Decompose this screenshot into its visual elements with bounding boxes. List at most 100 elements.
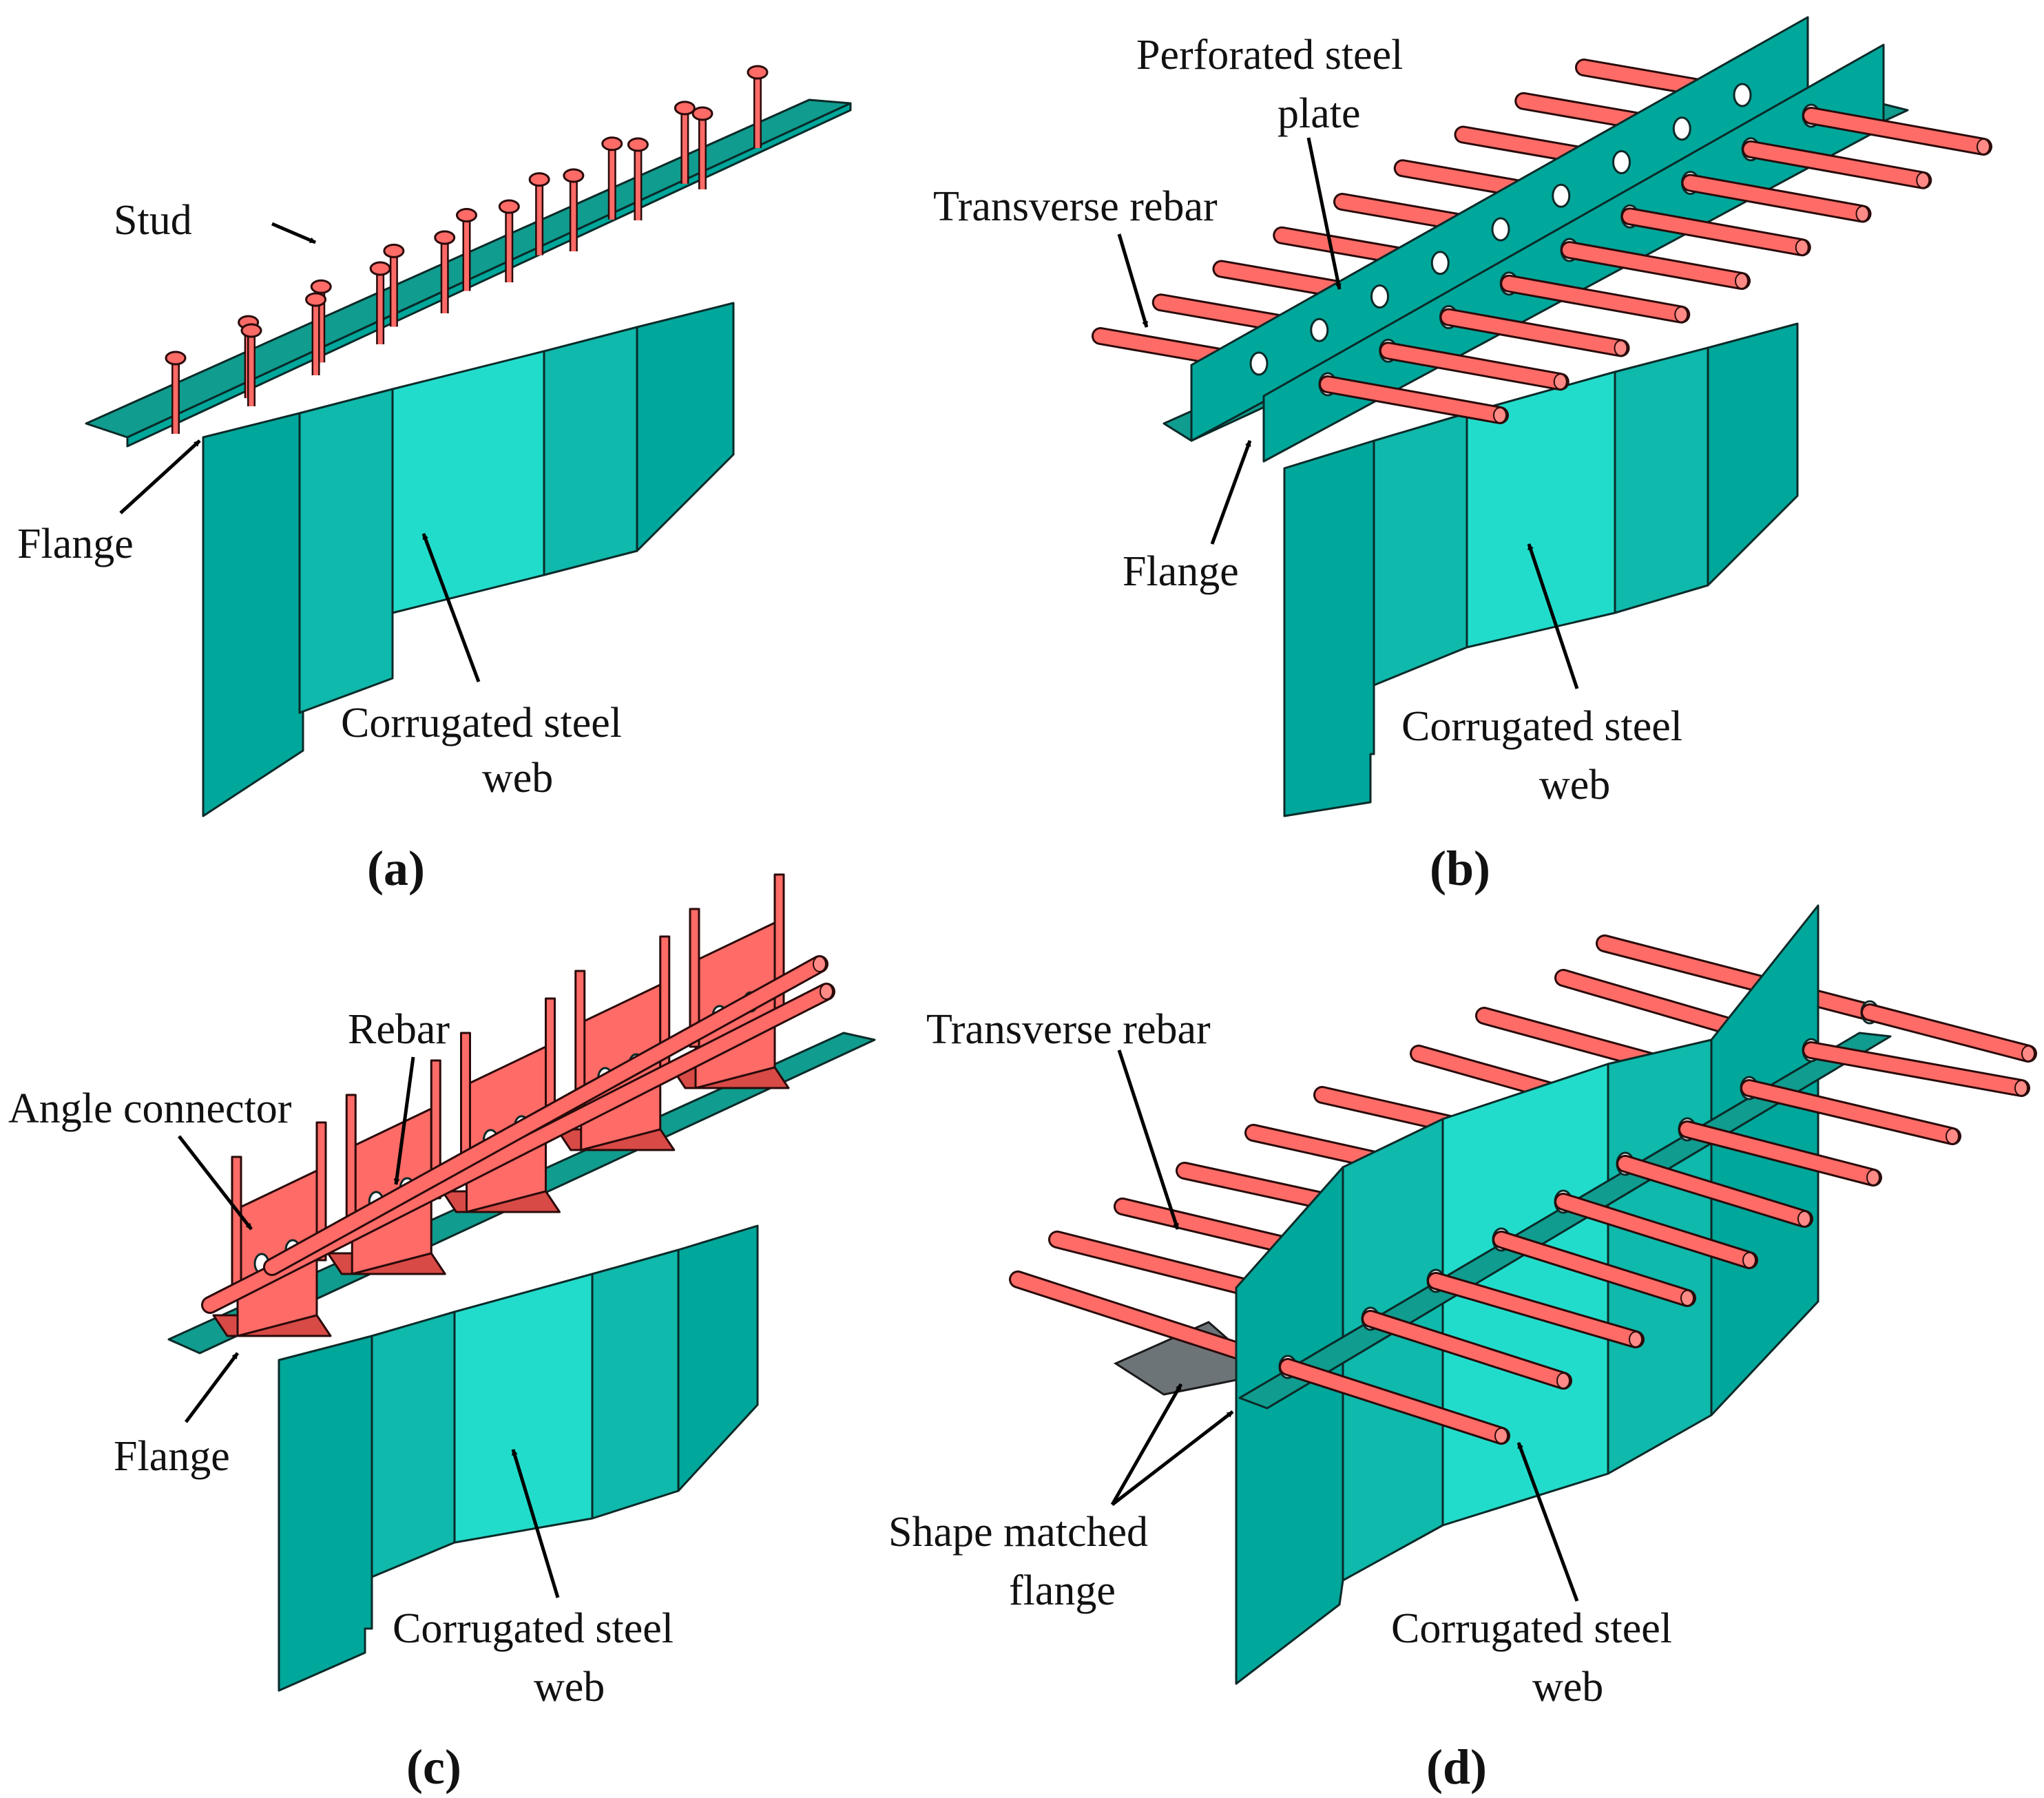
- stud-head: [369, 261, 391, 276]
- stud-head: [601, 136, 623, 151]
- caption-b: (b): [1430, 841, 1490, 896]
- rebar-d-right: [1492, 1231, 1696, 1307]
- rebar-d-right-body: [1804, 1043, 2028, 1095]
- plate-hole: [1491, 217, 1510, 242]
- corrugated-web-b: [1283, 322, 1799, 817]
- rebar-b-right: [1561, 241, 1751, 290]
- rebar-b-right-end: [1795, 239, 1809, 256]
- label-flange-c: Flange: [114, 1433, 230, 1480]
- stud-4: [456, 208, 477, 291]
- rebar-c-lower-end: [820, 983, 833, 1000]
- rebar-d-right: [1616, 1155, 1813, 1228]
- arrow-web-b: [1527, 543, 1579, 689]
- rebar-d-right-body: [1618, 1157, 1811, 1226]
- arrow-web-d: [1516, 1442, 1579, 1602]
- rebar-d-right-body: [1742, 1081, 1959, 1143]
- rebar-d-right-end: [1629, 1331, 1642, 1348]
- arrow-rebar-b: [1117, 233, 1149, 328]
- rebar-b-right: [1681, 174, 1872, 223]
- rebar-b-right-body: [1321, 377, 1507, 422]
- rebar-b-right-body: [1381, 344, 1567, 389]
- label-plate-1: Perforated steel: [1136, 32, 1403, 79]
- rebar-b-right: [1319, 375, 1509, 424]
- rebar-b-right: [1802, 107, 1992, 156]
- label-web-c-1: Corrugated steel: [393, 1605, 674, 1652]
- arrow-flange-a: [119, 439, 201, 514]
- stud-front-2: [369, 261, 391, 344]
- stud-7: [674, 101, 696, 184]
- rebar-c-upper-end: [813, 956, 826, 972]
- rebar-d-right: [1678, 1120, 1882, 1187]
- plate-hole: [1249, 351, 1269, 376]
- stud-head: [310, 279, 332, 294]
- label-web-b-2: web: [1539, 762, 1610, 808]
- stud-head: [498, 199, 520, 214]
- stud-front-5: [563, 168, 585, 251]
- label-rebar-c: Rebar: [348, 1006, 450, 1053]
- rebar-d-right: [1802, 1041, 2030, 1097]
- rebar-d-left-body: [1598, 937, 1877, 1019]
- arrow-web-c: [511, 1449, 560, 1598]
- plate-hole: [1552, 183, 1571, 208]
- rebar-d-right-end: [1742, 1252, 1756, 1268]
- studs-a: [165, 65, 769, 434]
- rebar-d-right: [1427, 1272, 1645, 1348]
- rebar-d-right-end: [1946, 1128, 1959, 1144]
- stud-head: [747, 65, 769, 80]
- rebar-d-right-end: [1680, 1290, 1694, 1306]
- label-web-b-1: Corrugated steel: [1401, 703, 1682, 750]
- plate-hole: [1370, 284, 1389, 309]
- angle-stiffener: [231, 1156, 242, 1296]
- rebar-b-right-end: [1553, 373, 1567, 390]
- stud-front-0: [240, 323, 262, 406]
- rebar-b-right-body: [1441, 310, 1628, 355]
- panel-b: Perforated steel plate Transverse rebar …: [933, 16, 1992, 896]
- rebar-d-right-end: [1866, 1169, 1880, 1186]
- stud-head: [434, 230, 456, 245]
- shape-matched-flange: [1238, 1032, 1892, 1410]
- label-web-c-2: web: [534, 1664, 605, 1711]
- rebar-d-right-body: [1680, 1122, 1880, 1184]
- arrow-flange-d-1: [1110, 1383, 1183, 1506]
- stud-front-1: [305, 292, 327, 375]
- rebar-d-right: [1740, 1079, 1961, 1145]
- label-stud: Stud: [114, 197, 192, 244]
- rebar-d-right-body: [1863, 1005, 2035, 1060]
- rebar-c-upper: [263, 955, 828, 1276]
- stud-8: [747, 65, 769, 148]
- label-flange-d-2: flange: [1009, 1567, 1116, 1614]
- label-web-a-1: Corrugated steel: [341, 700, 622, 746]
- stud-front-3: [434, 230, 456, 313]
- rebar-d-right-end: [1494, 1428, 1508, 1444]
- rebar-d-right-body: [1494, 1233, 1694, 1305]
- rebar-b-right-end: [1674, 306, 1689, 323]
- caption-d: (d): [1426, 1739, 1487, 1795]
- label-angle: Angle connector: [8, 1085, 292, 1132]
- rebar-d-right: [1362, 1310, 1572, 1390]
- plate-hole: [1310, 317, 1329, 342]
- stud-head: [383, 243, 405, 258]
- panel-c: Rebar Angle connector Flange Corrugated …: [8, 873, 876, 1795]
- stud-head: [528, 172, 550, 187]
- rebar-b-right-body: [1804, 109, 1990, 154]
- rebar-b-right: [1742, 140, 1932, 189]
- stud-head: [627, 137, 649, 152]
- rebar-d-right: [1861, 1003, 2037, 1063]
- stud-head: [674, 101, 696, 116]
- label-plate-2: plate: [1278, 90, 1361, 137]
- rebar-b-right: [1439, 308, 1630, 357]
- rebar-b-right-body: [1744, 142, 1930, 187]
- arrow-flange-b: [1210, 440, 1252, 545]
- stud-head: [240, 323, 262, 338]
- stud-0: [165, 351, 187, 434]
- caption-a: (a): [367, 841, 425, 896]
- rebar-b-right-body: [1563, 243, 1749, 288]
- plate-hole: [1672, 116, 1691, 141]
- stud-front-4: [498, 199, 520, 282]
- rebar-b-right-end: [1614, 339, 1628, 357]
- rebar-b-right-body: [1623, 209, 1809, 255]
- stud-5: [528, 172, 550, 255]
- rebars-d-front: [1279, 1003, 2037, 1445]
- rebar-d-right: [1279, 1358, 1510, 1445]
- stud-3: [383, 243, 405, 327]
